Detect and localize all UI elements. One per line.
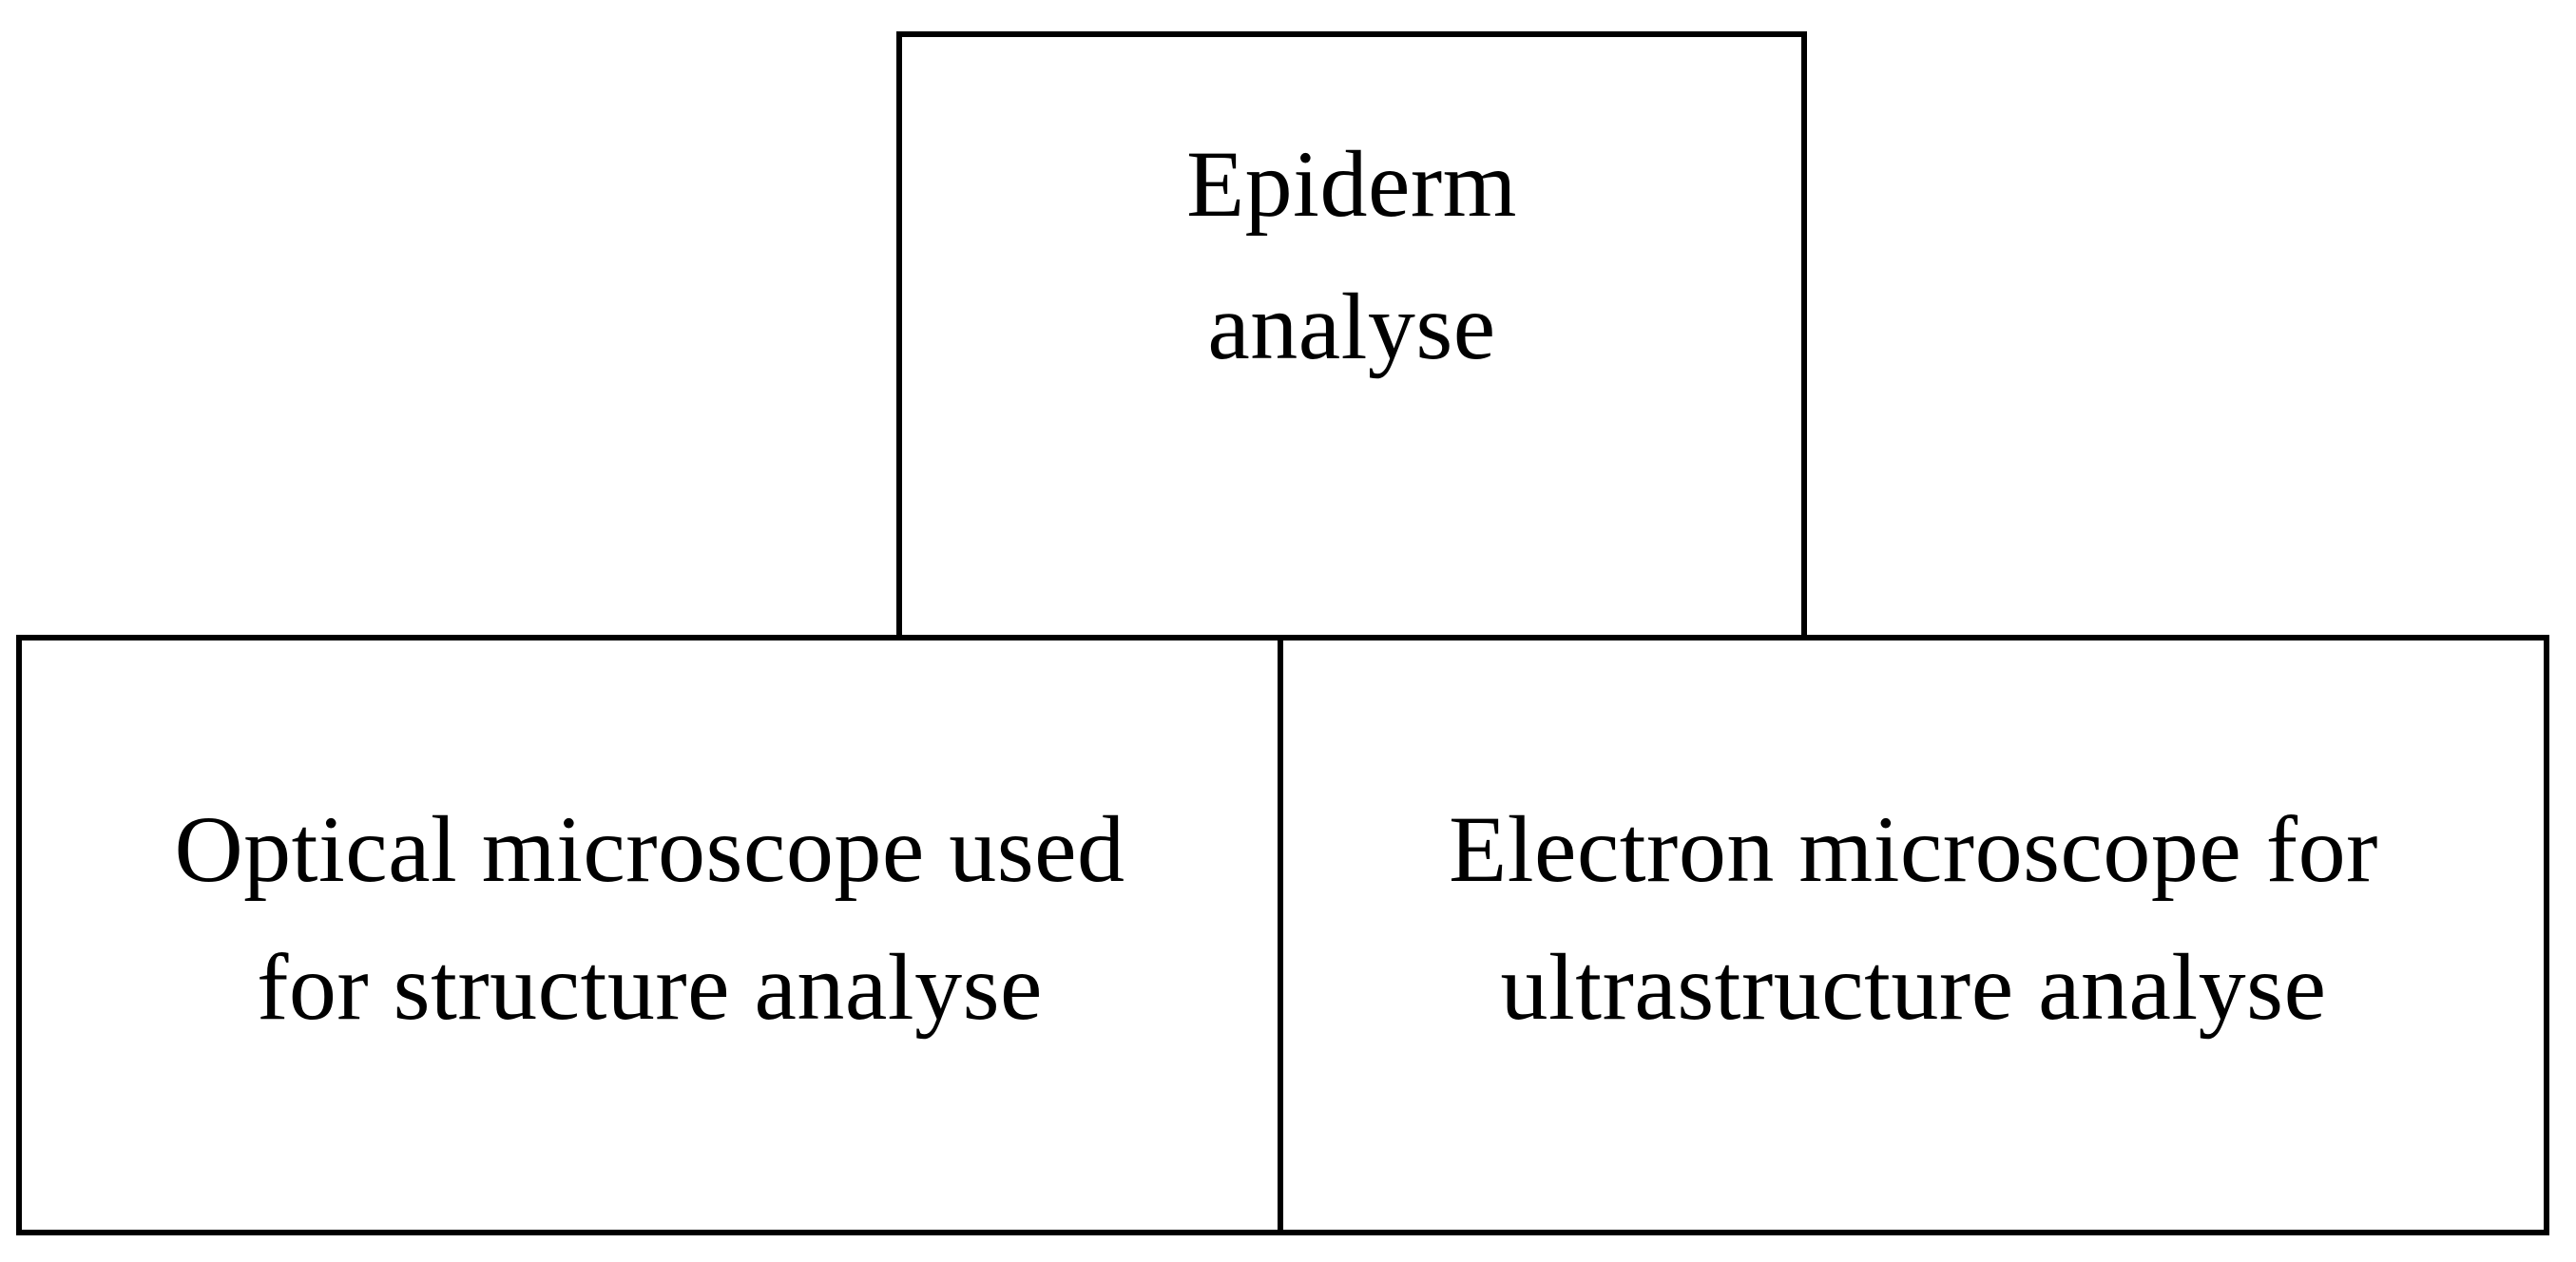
child-node-row: Optical microscope used for structure an…: [16, 635, 2549, 1235]
node-optical-microscope[interactable]: Optical microscope used for structure an…: [22, 641, 1283, 1230]
node-electron-microscope-label: Electron microscope for ultrastructure a…: [1449, 796, 2378, 1040]
node-optical-microscope-label: Optical microscope used for structure an…: [174, 796, 1125, 1040]
node-electron-microscope[interactable]: Electron microscope for ultrastructure a…: [1283, 641, 2544, 1230]
node-epiderm-analyse-label: Epiderm analyse: [1186, 131, 1517, 379]
node-epiderm-analyse[interactable]: Epiderm analyse: [896, 31, 1807, 641]
